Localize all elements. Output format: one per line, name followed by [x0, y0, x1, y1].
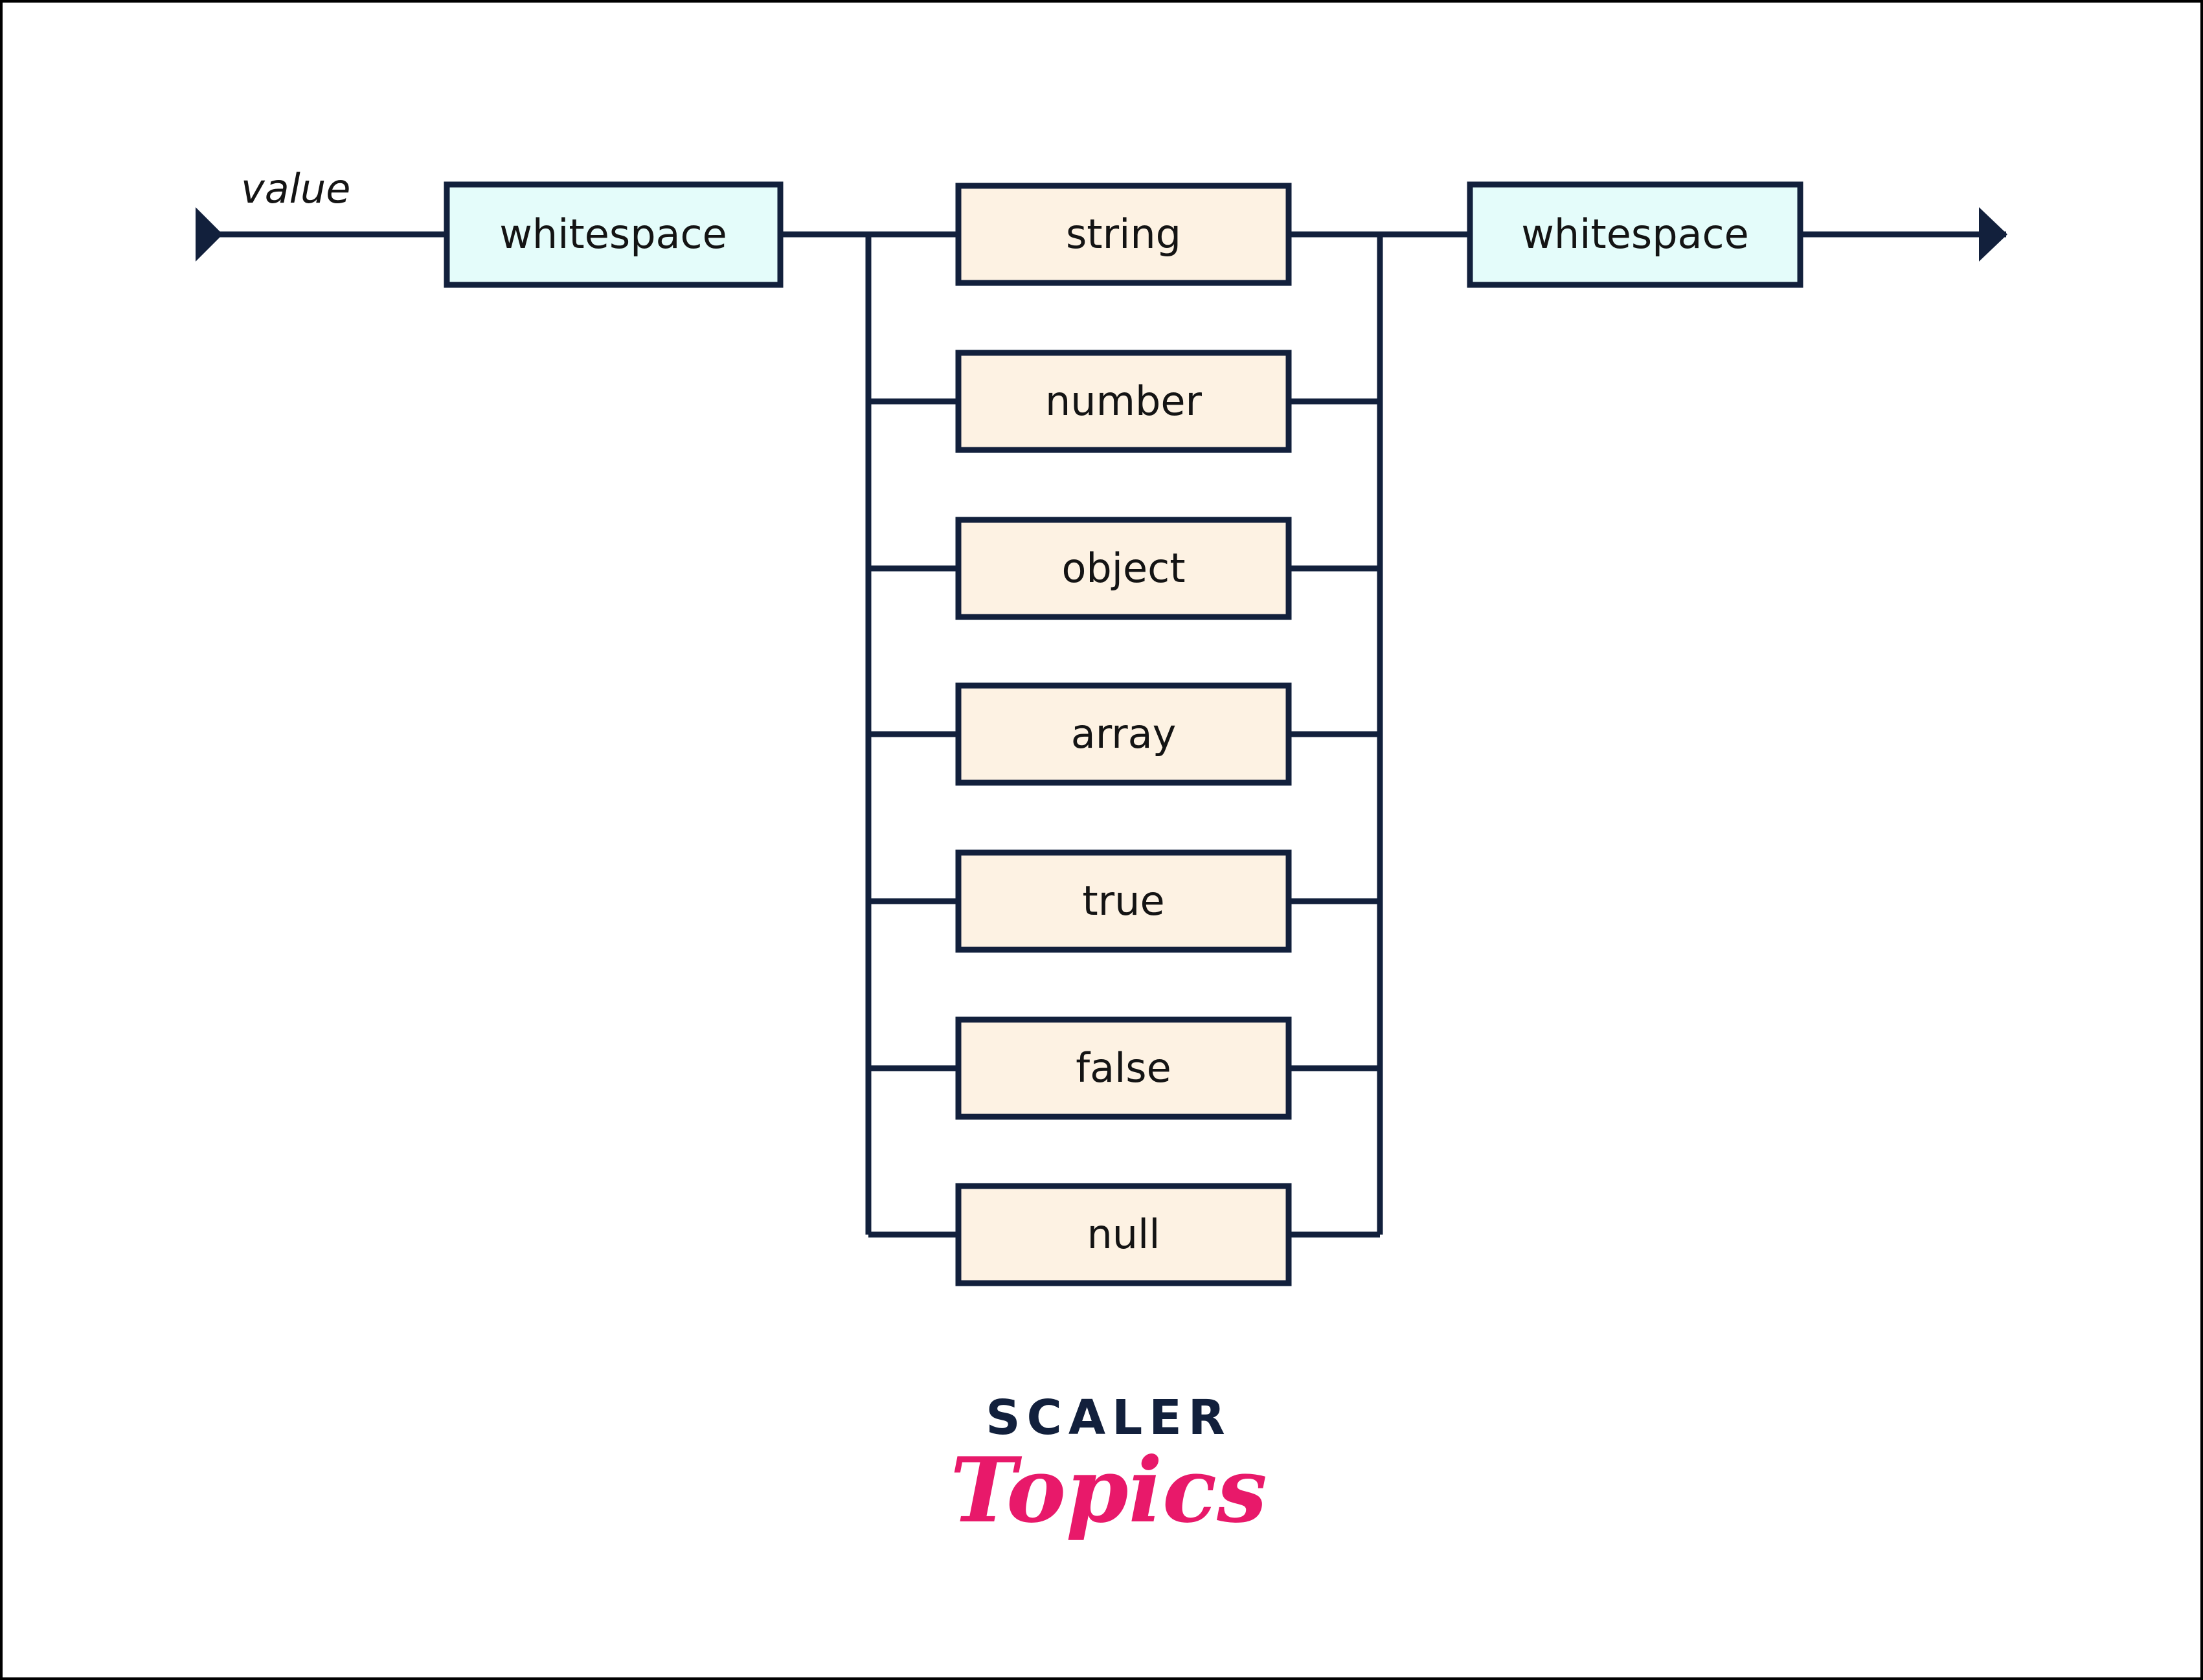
node-object[interactable]: object: [955, 517, 1292, 620]
node-string[interactable]: string: [955, 183, 1292, 286]
exit-arrow-right-icon: [1979, 207, 2007, 262]
node-object-label: object: [1061, 544, 1185, 592]
scaler-topics-logo: SCALER Topics: [950, 1390, 1267, 1543]
node-false-label: false: [1076, 1044, 1171, 1092]
node-null-label: null: [1087, 1211, 1160, 1258]
connector-lines: [218, 231, 2006, 1238]
node-array-box[interactable]: [955, 682, 1292, 786]
node-whitespace-left-label: whitespace: [499, 210, 727, 258]
node-number[interactable]: number: [955, 350, 1292, 453]
node-null-box[interactable]: [955, 1183, 1292, 1286]
node-object-box[interactable]: [955, 517, 1292, 620]
node-whitespace-right-label: whitespace: [1521, 210, 1749, 258]
node-null[interactable]: null: [955, 1183, 1292, 1286]
node-whitespace-left[interactable]: whitespace: [444, 181, 784, 288]
node-false-box[interactable]: [955, 1016, 1292, 1120]
node-true-label: true: [1082, 877, 1164, 924]
node-true[interactable]: true: [955, 849, 1292, 953]
node-array-label: array: [1071, 710, 1177, 757]
node-number-box[interactable]: [955, 350, 1292, 453]
node-whitespace-right[interactable]: whitespace: [1467, 181, 1803, 288]
diagram-title-label: value: [241, 165, 350, 212]
node-true-box[interactable]: [955, 849, 1292, 953]
entry-arrow-right-icon: [196, 207, 223, 262]
node-string-box[interactable]: [955, 183, 1292, 286]
node-whitespace-right-box[interactable]: [1467, 181, 1803, 288]
node-number-label: number: [1045, 377, 1202, 425]
node-array[interactable]: array: [955, 682, 1292, 786]
node-string-label: string: [1066, 210, 1181, 258]
node-false[interactable]: false: [955, 1016, 1292, 1120]
logo-wordmark-text: SCALER: [986, 1390, 1232, 1446]
logo-script-text: Topics: [950, 1437, 1267, 1543]
node-whitespace-left-box[interactable]: [444, 181, 784, 288]
